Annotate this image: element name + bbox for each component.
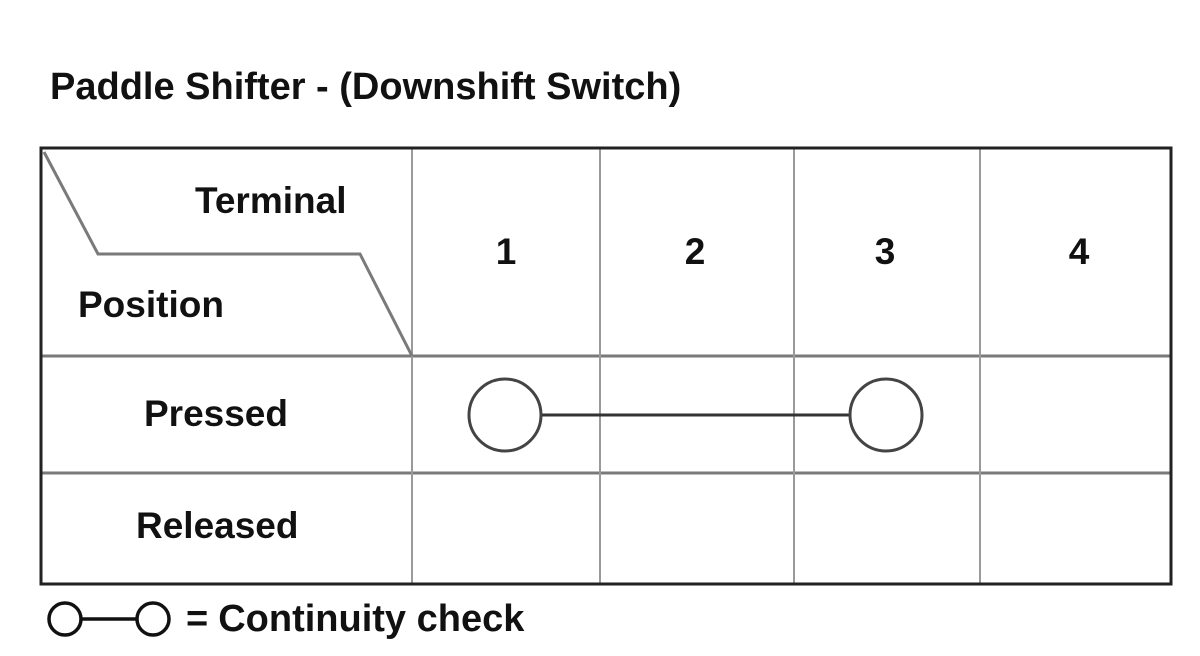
row-label-pressed: Pressed (144, 393, 288, 434)
header-split-line (42, 151, 414, 357)
terminal-2-label: 2 (684, 231, 706, 272)
header-position-label: Position (78, 284, 224, 325)
table-border (39, 146, 1173, 586)
terminal-3-label: 3 (874, 231, 896, 272)
legend-equals: = (186, 597, 209, 640)
continuity-terminal-1-circle (467, 377, 543, 453)
legend: = Continuity check (46, 597, 524, 641)
row-label-released: Released (136, 505, 299, 546)
terminal-1-label: 1 (495, 231, 517, 272)
terminal-4-label: 4 (1068, 231, 1090, 272)
diagram-title: Paddle Shifter - (Downshift Switch) (50, 66, 682, 108)
continuity-terminal-3-circle (848, 377, 924, 453)
continuity-mark-pressed (467, 377, 924, 453)
header-terminal-label: Terminal (195, 180, 347, 221)
legend-text: Continuity check (218, 597, 525, 640)
continuity-symbol-icon (47, 601, 171, 637)
